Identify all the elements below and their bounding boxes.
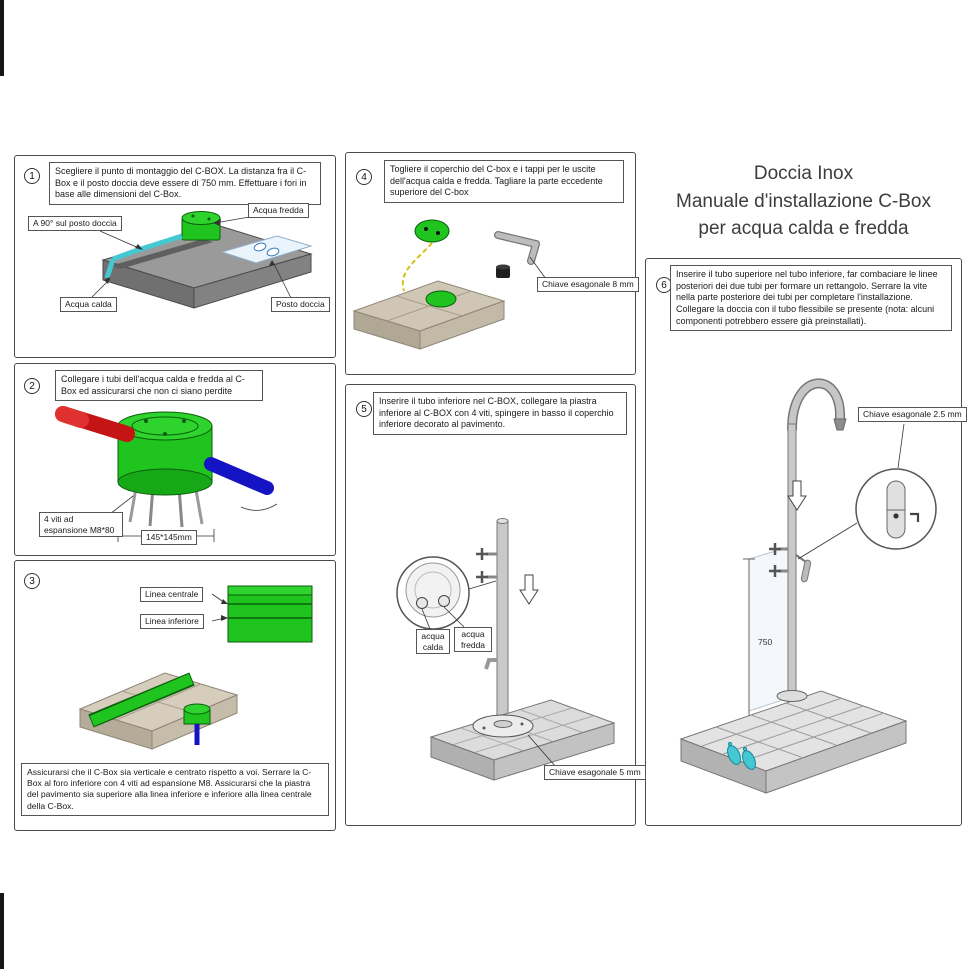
shower-column: [787, 378, 847, 697]
c-box-cover: [414, 219, 450, 243]
c-box-front-view: [227, 585, 313, 643]
step-5-number: 5: [356, 401, 372, 417]
step-5-instruction: Inserire il tubo inferiore nel C-BOX, co…: [373, 392, 627, 436]
small-c-box: [183, 703, 211, 745]
floor-plate: [472, 714, 557, 768]
valve-handles: [476, 548, 497, 670]
step-1-drawing: [86, 211, 313, 309]
step-4-number: 4: [356, 169, 372, 185]
insert-arrow: [519, 574, 539, 605]
step-3-instruction: Assicurarsi che il C-Box sia verticale e…: [21, 763, 329, 816]
cold-water-pipe: [204, 457, 278, 511]
label-chiave-8mm: Chiave esagonale 8 mm: [537, 277, 639, 292]
platform-slab: [679, 690, 908, 794]
step-2-instruction: Collegare i tubi dell'acqua calda e fred…: [55, 370, 263, 402]
label-a-90: A 90° sul posto doccia: [28, 216, 122, 231]
step-1-number: 1: [24, 168, 40, 184]
title-block: Doccia Inox Manuale d'installazione C-Bo…: [645, 160, 962, 243]
step-3-drawing: [78, 585, 313, 750]
leader-lines: [211, 593, 228, 622]
c-box-cylinder: [117, 411, 213, 496]
step-6-panel: 6 Inserire il tubo superiore nel tubo in…: [645, 258, 967, 826]
step-6-instruction: Inserire il tubo superiore nel tubo infe…: [670, 265, 952, 332]
step-5-panel: 5 Inserire il tubo inferiore nel C-BOX, …: [345, 384, 646, 826]
detail-circle-set-screw: [797, 423, 937, 560]
step-5-drawing: [396, 518, 616, 781]
step-1-panel: 1 Scegliere il punto di montaggio del C-…: [14, 155, 336, 358]
step-6-drawing: [679, 378, 937, 794]
label-linea-centrale: Linea centrale: [140, 587, 204, 602]
level-bar: [88, 672, 195, 728]
label-acqua-calda: Acqua calda: [60, 297, 117, 312]
label-linea-inferiore: Linea inferiore: [140, 614, 204, 629]
step-3-number: 3: [24, 573, 40, 589]
outlet-plug: [496, 264, 510, 278]
label-acqua-fredda: Acqua fredda: [248, 203, 309, 218]
label-750: 750: [758, 637, 773, 647]
step-4-panel: 4 Togliere il coperchio del C-box e i ta…: [345, 152, 639, 375]
allen-key: [494, 231, 540, 265]
step-4-instruction: Togliere il coperchio del C-box e i tapp…: [384, 160, 624, 204]
step-3-panel: 3 Linea centrale Linea inferiore Assicur…: [14, 560, 336, 831]
label-posto-doccia: Posto doccia: [271, 297, 330, 312]
label-acqua-calda-small: acqua calda: [416, 629, 450, 655]
label-145-145: 145*145mm: [141, 530, 197, 545]
scan-artifact-bottom-left: [0, 893, 4, 969]
title-line-3: per acqua calda e fredda: [698, 218, 909, 240]
title-line-1: Doccia Inox: [753, 163, 854, 184]
lower-tube: [496, 518, 509, 726]
label-chiave-2-5mm: Chiave esagonale 2.5 mm: [858, 407, 967, 422]
floor-tiles: [352, 280, 506, 350]
step-4-drawing: [352, 219, 547, 350]
title-line-2: Manuale d'installazione C-Box: [676, 190, 931, 212]
footprints: [727, 741, 756, 770]
label-chiave-5mm: Chiave esagonale 5 mm: [544, 765, 646, 780]
step-2-number: 2: [24, 378, 40, 394]
step-2-panel: 2 Collegare i tubi dell'acqua calda e fr…: [14, 363, 336, 556]
detail-circle-top-view: [396, 556, 497, 630]
water-pipes: [104, 233, 183, 279]
label-4-viti: 4 viti ad espansione M8*80: [39, 512, 123, 538]
valve-handles: [769, 543, 812, 583]
leader-lines: [529, 256, 547, 280]
step-1-instruction: Scegliere il punto di montaggio del C-BO…: [49, 162, 321, 206]
base-slab: [429, 699, 616, 781]
c-box: [181, 211, 221, 241]
step-2-drawing: [55, 387, 278, 542]
label-acqua-fredda-small: acqua fredda: [454, 627, 492, 653]
shower-spot-pad: [220, 235, 313, 264]
scan-artifact-top-left: [0, 0, 4, 76]
insert-arrow: [787, 480, 807, 511]
